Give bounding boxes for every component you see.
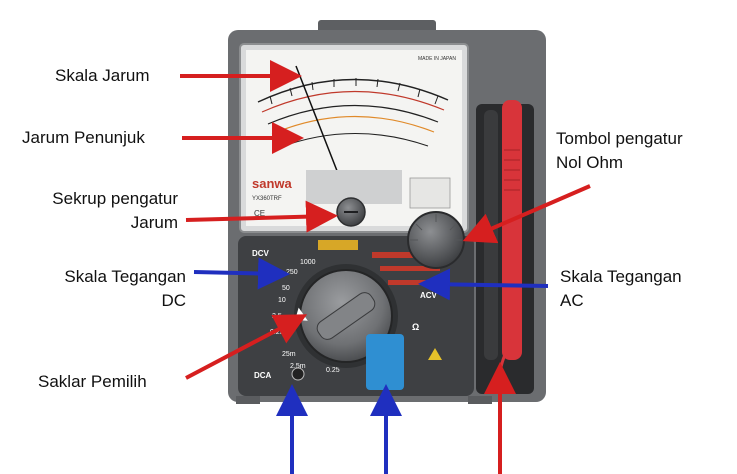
label-skala-dc-line2: DC bbox=[161, 291, 186, 310]
dial-tick: 0.25 bbox=[326, 367, 340, 374]
label-skala-jarum: Skala Jarum bbox=[55, 66, 150, 85]
dca-label: DCA bbox=[254, 371, 272, 380]
acv-label: ACV bbox=[420, 291, 438, 300]
dial-tick: 250 bbox=[286, 269, 298, 276]
dial-tick: 50 bbox=[282, 285, 290, 292]
label-tombol-line1: Tombol pengatur bbox=[556, 129, 683, 148]
range-markings-red bbox=[318, 240, 444, 285]
dial-tick: 25m bbox=[282, 351, 296, 358]
red-probe-grip bbox=[504, 149, 520, 191]
model-label: YX360TRF bbox=[252, 196, 282, 202]
label-tombol-line2: Nol Ohm bbox=[556, 153, 624, 172]
terminal-dca[interactable] bbox=[291, 367, 305, 381]
dial-tick: 1000 bbox=[300, 259, 316, 266]
arrow-skala-dc bbox=[193, 257, 290, 290]
selector-grip bbox=[316, 292, 376, 340]
warning-symbol bbox=[428, 348, 442, 360]
label-skala-ac-line2: AC bbox=[560, 291, 584, 310]
info-plate bbox=[409, 177, 451, 209]
arrow-skala-ac bbox=[418, 268, 549, 301]
scale-arc-red bbox=[261, 90, 445, 113]
ce-mark: CE bbox=[254, 209, 265, 218]
dial-tick: 2.5m bbox=[290, 363, 306, 370]
arrow-sekrup-pengatur bbox=[185, 200, 338, 233]
scale-ticks bbox=[269, 78, 439, 105]
black-probe bbox=[484, 110, 498, 360]
dial-tick: 10 bbox=[278, 297, 286, 304]
ohm-label: Ω bbox=[412, 322, 419, 332]
label-sekrup-line1: Sekrup pengatur bbox=[52, 189, 178, 208]
blue-terminal-cover bbox=[366, 334, 404, 390]
made-in-label: MADE IN JAPAN bbox=[418, 56, 456, 62]
dial-tick: 2.5 bbox=[272, 313, 282, 320]
brand-logo: sanwa bbox=[252, 176, 293, 191]
arrow-tombol-nol-ohm bbox=[462, 184, 591, 244]
label-skala-dc-line1: Skala Tegangan bbox=[64, 267, 186, 286]
label-jarum-penunjuk: Jarum Penunjuk bbox=[22, 128, 145, 147]
arrow-saklar-pemilih bbox=[185, 314, 308, 380]
label-skala-ac-line1: Skala Tegangan bbox=[560, 267, 682, 286]
dcv-label: DCV bbox=[252, 249, 270, 258]
foot-left bbox=[236, 396, 260, 404]
foot-right bbox=[468, 396, 492, 404]
knob-ridges bbox=[410, 214, 462, 241]
scale-arc-dcv bbox=[267, 104, 439, 125]
label-saklar-pemilih: Saklar Pemilih bbox=[38, 372, 147, 391]
label-sekrup-line2: Jarum bbox=[130, 213, 178, 232]
scale-arc-ohm bbox=[257, 78, 449, 103]
red-probe bbox=[502, 100, 522, 360]
